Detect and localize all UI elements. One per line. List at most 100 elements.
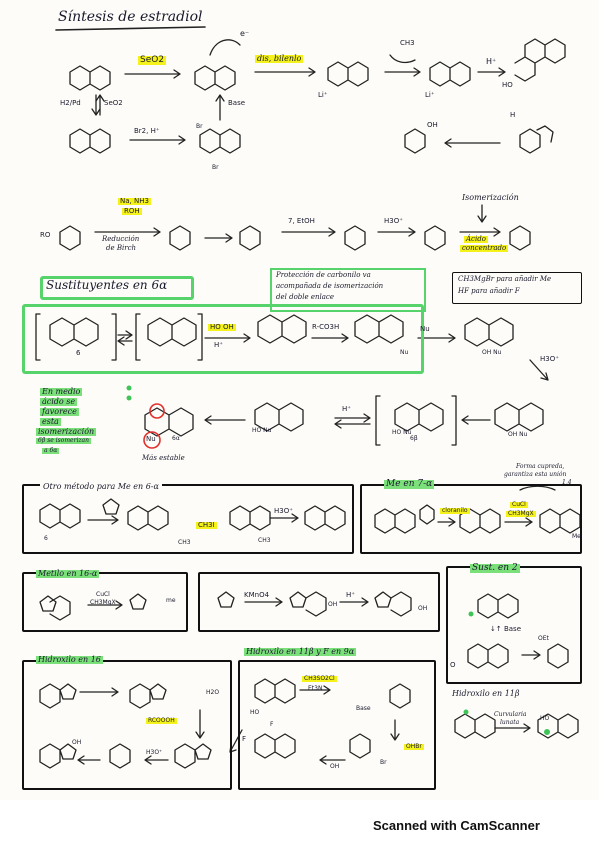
label-6b: 6β <box>410 435 418 442</box>
label-base: Base <box>228 99 246 107</box>
label-o-sust2: O <box>450 661 456 669</box>
label-oh2-kmno4: OH <box>418 605 428 612</box>
page-title: Síntesis de estradiol <box>58 9 203 25</box>
reagent-kmno4: KMnO4 <box>244 591 270 599</box>
heading-metilo-16a: Metilo en 16-α <box>36 569 100 579</box>
reagent-h3o-6a: H3O⁺ <box>540 355 559 363</box>
reagent-hplus-6a: H⁺ <box>214 341 223 349</box>
label-f2-11b: F <box>270 721 274 728</box>
reagent-seo2: SeO2 <box>138 55 167 66</box>
caption-birch-1: Reducción <box>102 235 140 243</box>
reagent-h3o-other: H3O⁺ <box>274 507 293 515</box>
hidroxilo-11b-box <box>238 660 436 790</box>
label-li-1: Li⁺ <box>318 91 328 99</box>
reagent-ch3mgx-16a: CH3MgX <box>90 599 116 606</box>
label-acido: Ácido <box>464 235 488 244</box>
acid-note-1: En medio <box>40 387 83 397</box>
acid-note-4: esta <box>40 417 61 427</box>
note2-line-1: CH3MgBr para añadir Me <box>458 275 552 283</box>
label-dis-bilenlo: dis, bilenlo <box>255 54 304 64</box>
label-br-2: Br <box>212 164 219 171</box>
label-ro: RO <box>40 231 51 239</box>
me-7a-box <box>360 484 582 554</box>
reagent-hplus-kmno4: H⁺ <box>346 591 355 599</box>
heading-sust-2: Sust. en 2 <box>470 563 520 574</box>
label-h2o: H2O <box>206 689 220 696</box>
acid-note-2: ácido se <box>40 397 78 407</box>
label-br2: Br2, H⁺ <box>134 127 160 135</box>
label-ho: HO <box>502 81 513 89</box>
label-ho-nu: HO Nu <box>252 427 272 434</box>
label-ho-11b-small: HO <box>540 715 550 722</box>
acid-label-hplus: H⁺ <box>342 405 351 413</box>
acid-label-ho-nu: HO Nu <box>392 429 412 436</box>
label-oh-nu: OH Nu <box>482 349 502 356</box>
reagent-ch3mgx-7a: CH3MgX <box>506 510 536 518</box>
reagent-cucl-16a: CuCl <box>96 591 110 598</box>
heading-6a: Sustituyentes en 6α <box>46 278 168 292</box>
label-oet: OEt <box>538 635 549 642</box>
label-me-7a: Me <box>572 533 581 540</box>
reagent-ch3i: CH3I <box>196 521 217 530</box>
label-ch3-2: CH3 <box>258 537 271 544</box>
reagent-h3o: H3O⁺ <box>384 217 403 225</box>
reagent-et3n: Et3N <box>308 685 323 692</box>
label-seo2-down: SeO2 <box>104 99 123 107</box>
other-method-box <box>22 484 354 554</box>
reagent-curvularia: Curvularia <box>494 711 527 718</box>
acid-note-7: a 6α <box>42 447 60 455</box>
label-oh: OH <box>427 121 438 129</box>
label-6: 6 <box>76 349 81 357</box>
acid-label-nu: Nu <box>146 435 156 443</box>
label-electron: e⁻ <box>240 29 250 38</box>
acid-label-6a: 6α <box>172 435 180 442</box>
heading-box-6a <box>40 276 194 300</box>
metilo-16a-box <box>22 572 188 632</box>
label-oh-kmno4: OH <box>328 601 338 608</box>
reagent-rco3h: R-CO3H <box>312 323 340 331</box>
reagent-roh: ROH <box>122 207 142 216</box>
me7a-note-1: Forma cupreda, <box>516 463 565 470</box>
heading-me-7a: Me en 7-α <box>384 479 435 490</box>
heading-hidroxilo-11b: Hidroxilo en 11β y F en 9α <box>244 647 357 657</box>
me7a-note-3: 1,4 <box>562 479 572 486</box>
reagent-na-nh3: Na, NH3 <box>118 197 151 206</box>
label-ho-11b: HO <box>250 709 260 716</box>
label-ch3: CH3 <box>400 39 415 47</box>
note-line-1: Protección de carbonilo va <box>276 271 371 279</box>
hidroxilo-16-box <box>22 660 232 790</box>
label-li-2: Li⁺ <box>425 91 435 99</box>
label-6-other: 6 <box>44 535 48 542</box>
acid-note-3: favorece <box>40 407 79 417</box>
label-oh-11b: OH <box>330 763 340 770</box>
label-ohbr: OHBr <box>404 743 424 751</box>
acid-note-5: isomerización <box>36 427 97 437</box>
label-br-11b: Br <box>380 759 387 766</box>
scanned-page: Síntesis de estradiol SeO2 dis, bilenlo … <box>22 9 582 790</box>
reagent-ho-oh: HO OH <box>208 323 236 332</box>
label-h3o-16: H3O⁺ <box>146 749 163 756</box>
reagent-etoh: 7, EtOH <box>288 217 315 225</box>
label-oh-16: OH <box>72 739 82 746</box>
reagent-rcooh: RCOOOH <box>146 717 177 725</box>
me7a-note-2: garantiza esta unión <box>504 471 567 478</box>
label-h2pd: H2/Pd <box>60 99 81 107</box>
reagent-ch3so2cl: CH3SO2Cl <box>302 675 337 683</box>
section-box-6a <box>22 304 424 374</box>
acid-note-6: 6β se isomerizan <box>36 437 91 445</box>
reagent-nu: Nu <box>420 325 430 333</box>
caption-birch-2: de Birch <box>106 244 137 252</box>
label-hplus: H⁺ <box>486 57 497 66</box>
reagent-cloranilo: cloranilo <box>440 507 470 515</box>
label-concentrado: concentrado <box>460 244 509 253</box>
label-me-16a: me <box>166 597 176 604</box>
note-line-2: acompañada de isomerización <box>276 282 384 290</box>
label-mas-estable: Más estable <box>142 454 185 462</box>
label-h: H <box>510 111 516 119</box>
reagent-lunata: lunata <box>500 719 520 726</box>
label-ch3-1: CH3 <box>178 539 191 546</box>
label-f-11b: F <box>242 735 247 743</box>
heading-other-method: Otro método para Me en 6-α <box>40 482 162 492</box>
label-isomerizacion: Isomerización <box>462 193 519 202</box>
label-nu-1: Nu <box>400 349 409 356</box>
